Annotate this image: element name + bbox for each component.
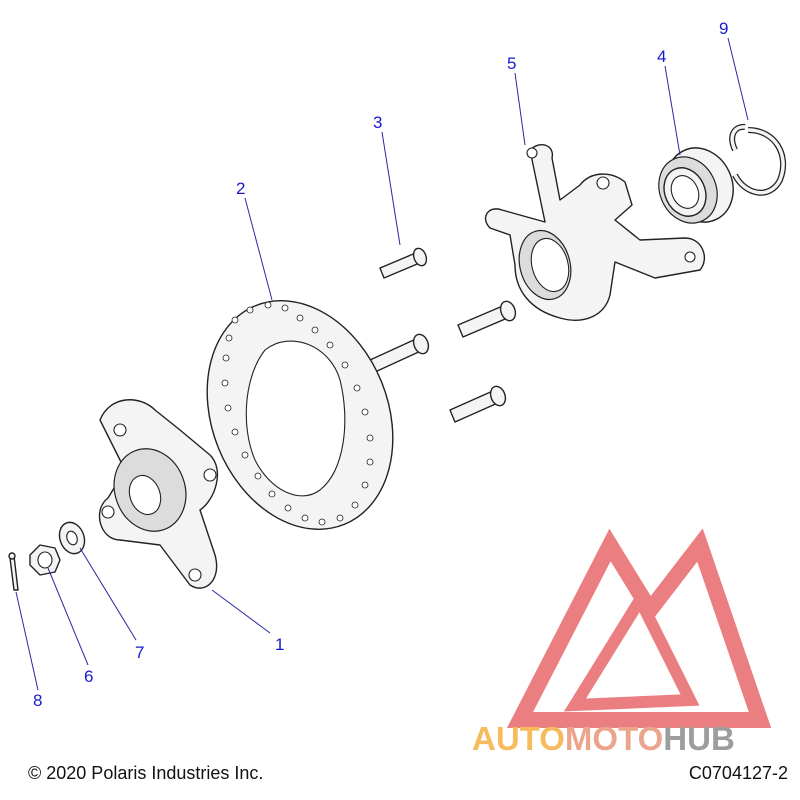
callout-3: 3	[373, 113, 382, 132]
callout-9: 9	[719, 19, 728, 38]
watermark-triangle-inner	[563, 587, 700, 712]
copyright-notice: © 2020 Polaris Industries Inc.	[28, 763, 264, 783]
part-3-wheel-stud-2	[369, 333, 430, 373]
part-3-wheel-stud	[379, 247, 428, 279]
callout-1: 1	[275, 635, 284, 654]
callout-labels: 1 2 3 4 5 6 7 8 9	[33, 19, 728, 710]
callout-2: 2	[236, 179, 245, 198]
part-3-wheel-stud-3	[457, 300, 517, 338]
callout-4: 4	[657, 47, 666, 66]
callout-8: 8	[33, 691, 42, 710]
callout-6: 6	[84, 667, 93, 686]
part-7-washer	[58, 521, 86, 555]
callout-7: 7	[135, 643, 144, 662]
watermark-triangle-outer	[506, 528, 772, 728]
part-4-wheel-bearing	[658, 147, 734, 224]
part-2-brake-rotor	[206, 300, 394, 530]
drawing-code: C0704127-2	[688, 763, 788, 783]
callout-leaders	[15, 37, 749, 691]
watermark-text: AUTOMOTOHUB	[472, 720, 735, 757]
rotor-drill-holes	[221, 301, 374, 526]
automotohub-watermark: AUTOMOTOHUB	[472, 528, 772, 757]
part-3-wheel-stud-4	[449, 385, 507, 423]
part-6-castle-nut	[29, 544, 61, 576]
callout-5: 5	[507, 54, 516, 73]
part-9-snap-ring	[729, 123, 787, 196]
part-8-cotter-pin	[8, 552, 19, 591]
part-5-steering-knuckle	[484, 144, 705, 321]
part-1-wheel-hub	[98, 399, 219, 589]
